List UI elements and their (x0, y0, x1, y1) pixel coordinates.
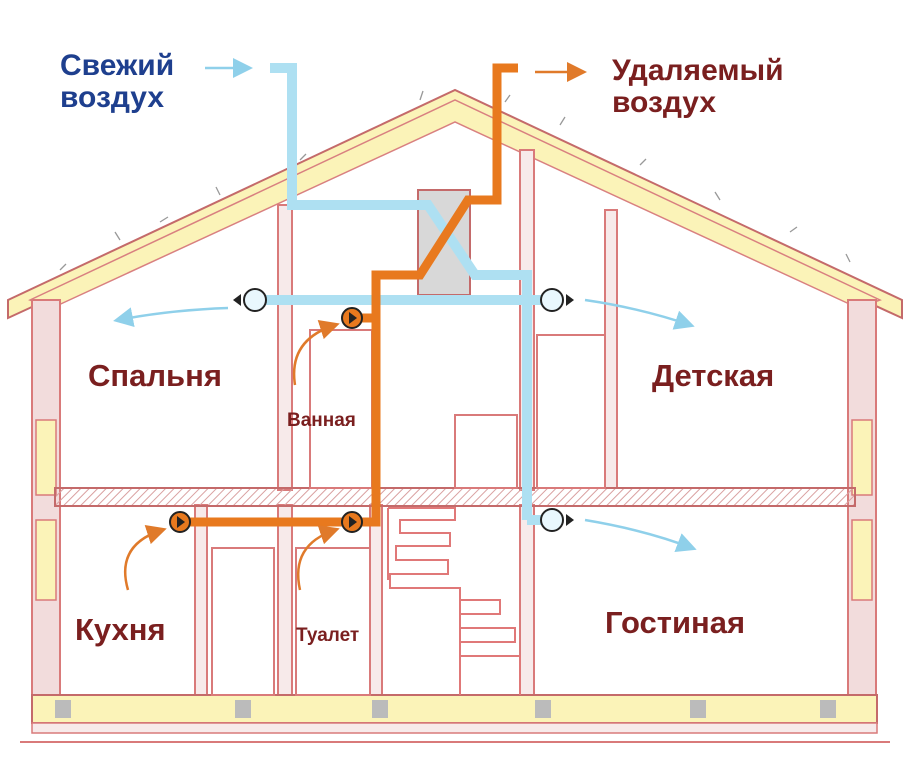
exhaust-air-flow-arrows (123, 320, 340, 591)
exhaust-air-label: Удаляемый воздух (612, 55, 784, 119)
fresh-air-label-line2: воздух (60, 81, 165, 114)
exhaust-grilles (169, 307, 363, 533)
staircase (387, 507, 521, 695)
room-label-bedroom: Спальня (88, 358, 222, 393)
fresh-air-label-line1: Свежий (60, 49, 175, 82)
fresh-air-flow-arrows (113, 298, 697, 552)
room-label-kitchen: Кухня (75, 612, 166, 647)
room-label-kids-room: Детская (652, 358, 775, 393)
foundation (20, 694, 890, 743)
room-label-toilet: Туалет (296, 625, 360, 646)
exhaust-air-label-line1: Удаляемый (612, 54, 784, 87)
floor-slab (54, 487, 856, 507)
exhaust-air-label-line2: воздух (612, 86, 717, 119)
house-walls (31, 299, 877, 709)
interior-partitions (194, 149, 618, 696)
room-label-living-room: Гостиная (605, 605, 746, 640)
supply-diffusers (233, 288, 574, 532)
room-label-bathroom: Ванная (287, 410, 356, 431)
fresh-air-label: Свежий воздух (60, 50, 174, 114)
